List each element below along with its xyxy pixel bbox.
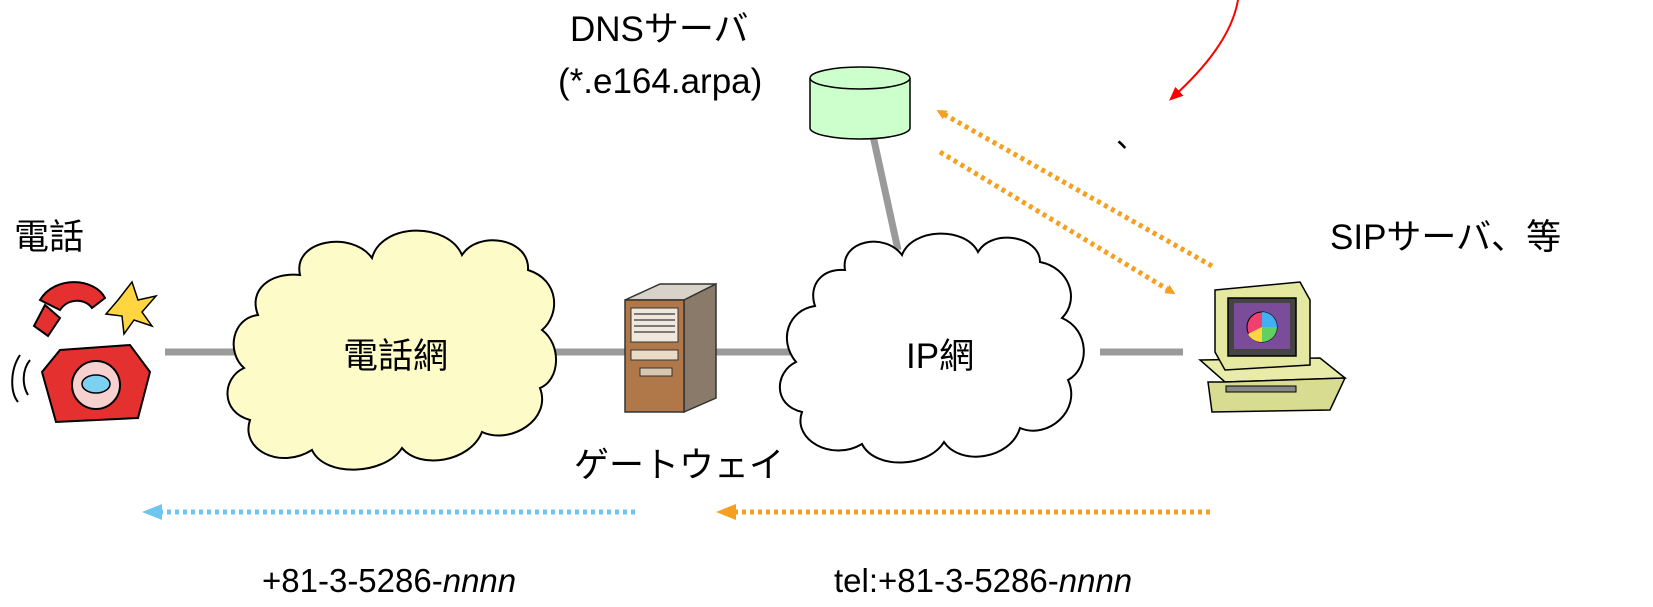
links [165,121,1183,356]
e164-number-suffix: nnnn [442,562,517,599]
telephone-network-label: 電話網 [343,337,449,376]
ip-network-label: IP網 [906,337,975,376]
cloud-icon-telephone-network [226,229,557,471]
dns-response-arrow [936,109,1214,269]
stray-mark: 、 [1116,121,1146,154]
tel-uri-suffix: nnnn [1058,562,1133,599]
database-icon [809,66,911,140]
dns-zone-label: (*.e164.arpa) [558,62,763,101]
tel-uri: tel:+81-3-5286-nnnn [834,562,1132,600]
tel-uri-prefix: tel:+81-3-5286- [834,562,1059,599]
dns-query-arrows [936,109,1214,295]
computer-icon [1198,281,1348,413]
phone-label: 電話 [14,218,85,257]
e164-number: +81-3-5286-nnnn [262,562,516,600]
link-dns-ip [866,121,902,251]
gateway-server-icon [624,282,717,414]
telephone-icon [11,280,159,424]
e164-number-prefix: +81-3-5286- [262,562,443,599]
dns-query-arrow [938,149,1176,295]
sip-server-label: SIPサーバ、等 [1330,218,1562,257]
callout-arrow [1169,0,1239,101]
cloud-icon-ip-network [778,232,1085,464]
gateway-label: ゲートウェイ [574,446,785,485]
dns-server-label: DNSサーバ [570,10,749,49]
